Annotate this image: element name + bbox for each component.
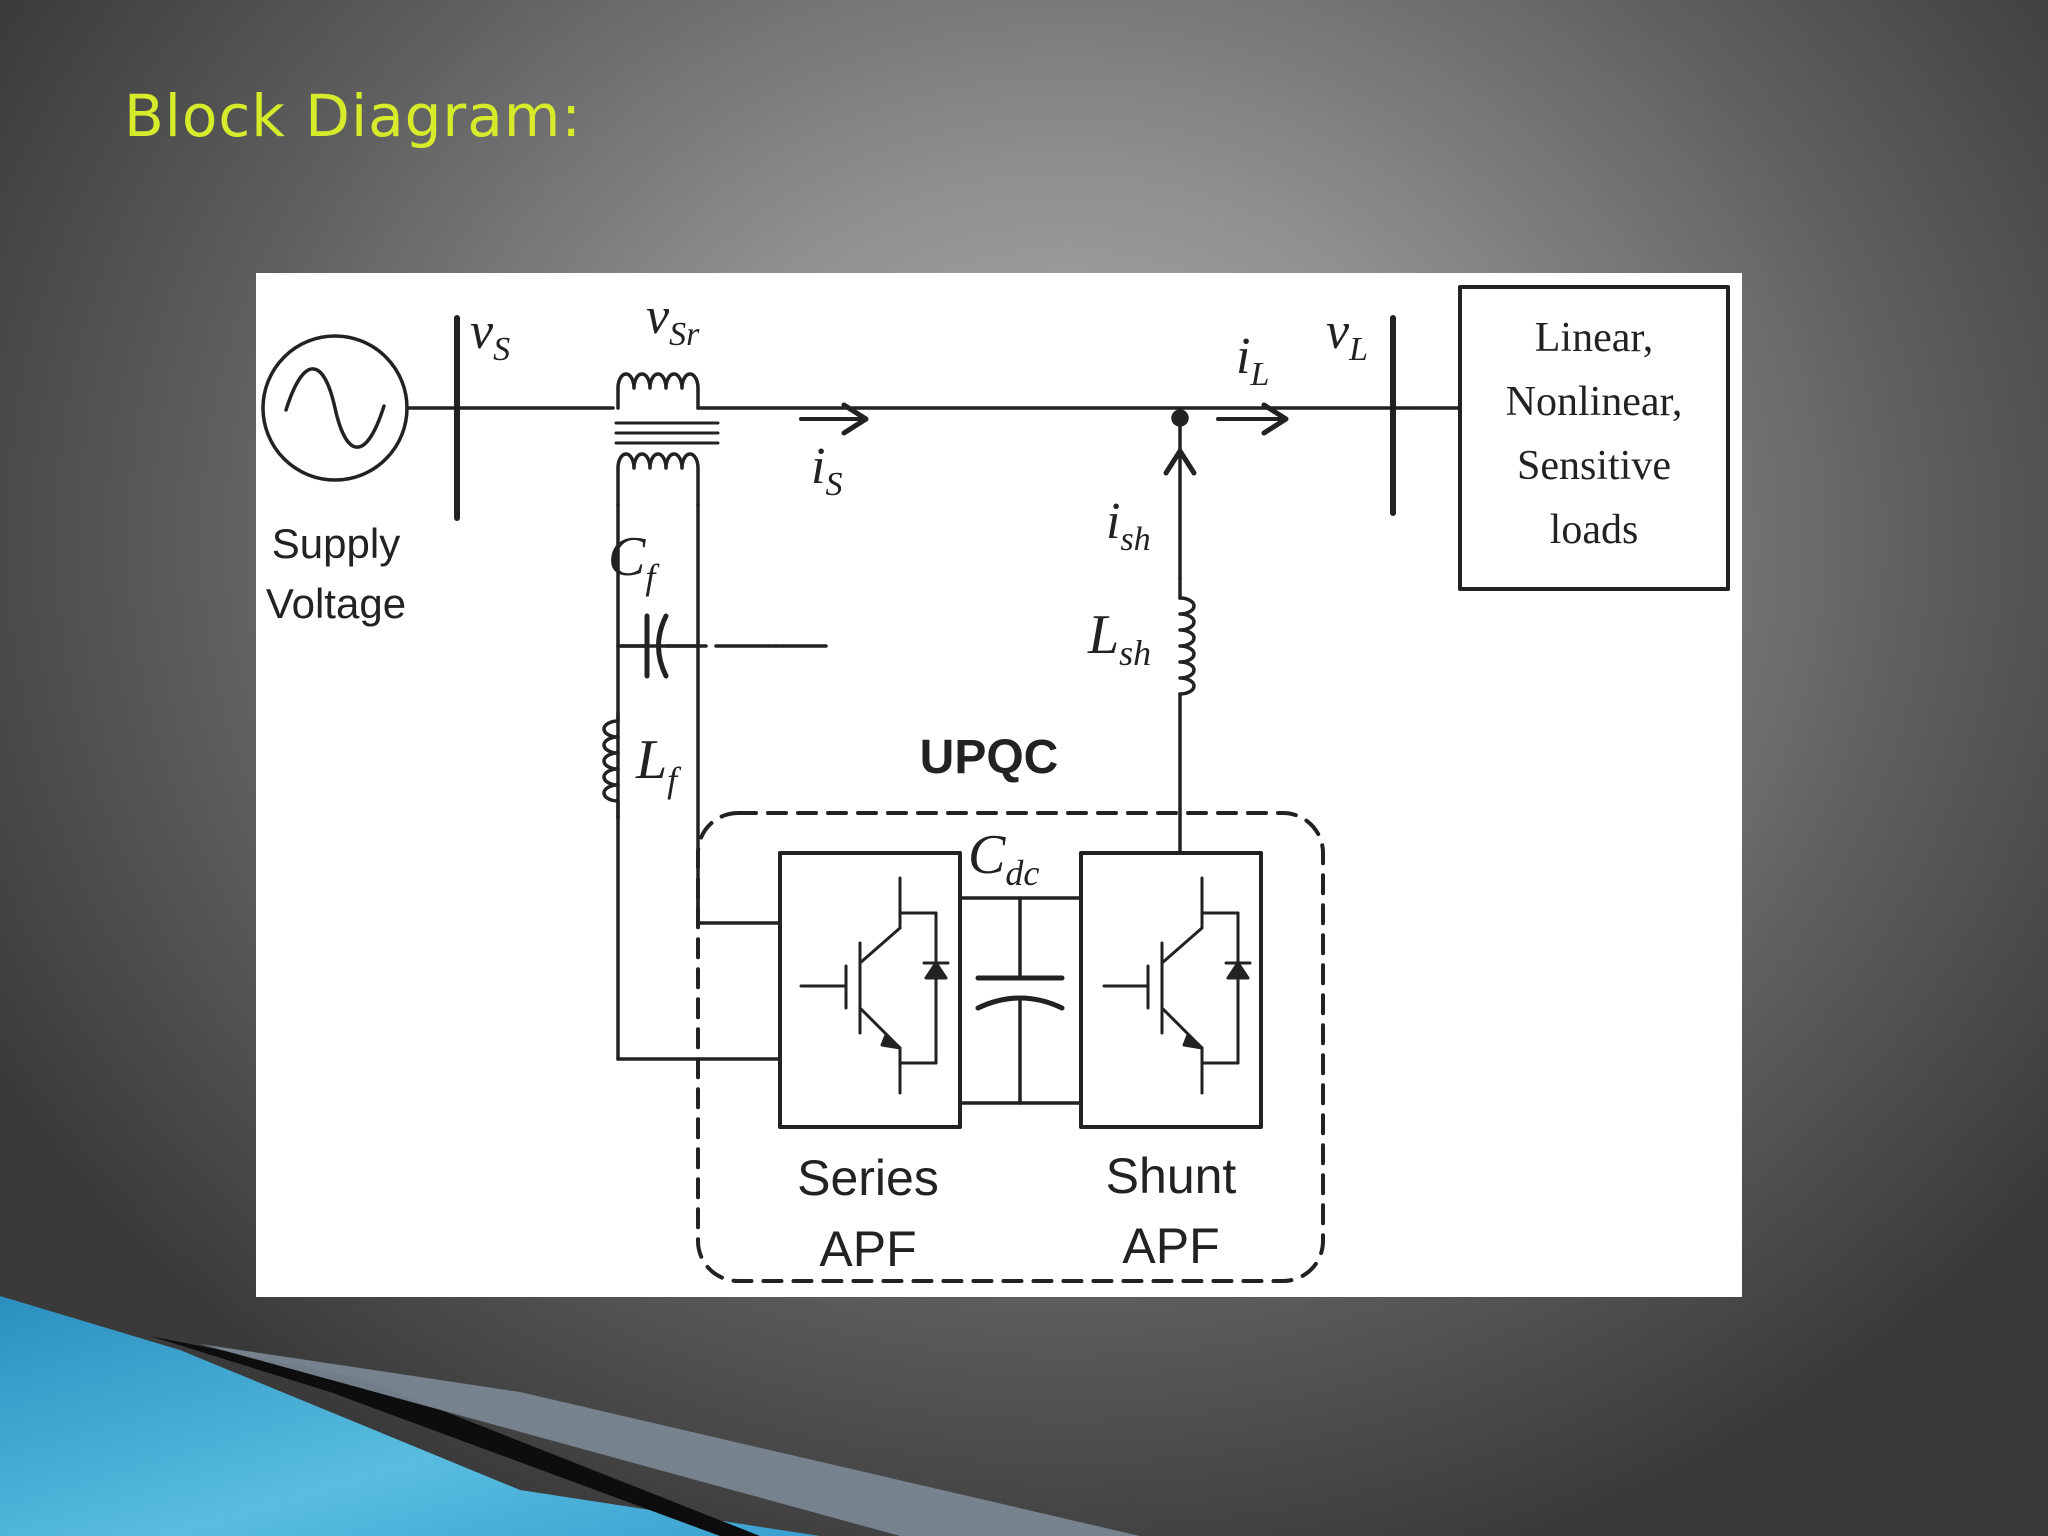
slide-title: Block Diagram: [124, 82, 582, 150]
circuit-svg: Supply Voltage vS vSr iS iL vL ish Lsh C… [261, 285, 1730, 1283]
supply-label-2: Voltage [266, 580, 406, 627]
ish-arrow-icon [1163, 448, 1197, 476]
black-swoosh [150, 1336, 760, 1536]
upqc-block-diagram: Supply Voltage vS vSr iS iL vL ish Lsh C… [256, 273, 1742, 1297]
lf-inductor-icon [602, 711, 620, 820]
shunt-apf-label-1: Shunt [1106, 1148, 1237, 1204]
upqc-boundary [696, 811, 1325, 1283]
igbt-icon-shunt [1102, 876, 1252, 1095]
igbt-icon-series [799, 876, 950, 1095]
upqc-label: UPQC [920, 731, 1059, 784]
load-box [1458, 285, 1730, 591]
cdc-label: Cdc [968, 824, 1039, 893]
series-apf-label-2: APF [819, 1221, 916, 1277]
load-line-3: Sensitive [1517, 443, 1671, 489]
is-label: iS [811, 438, 842, 503]
vs-label: vS [470, 303, 510, 368]
grey-swoosh [200, 1344, 1140, 1536]
il-label: iL [1236, 328, 1269, 393]
load-line-1: Linear, [1535, 315, 1653, 361]
supply-label-1: Supply [272, 520, 400, 567]
load-line-4: loads [1550, 507, 1639, 553]
shunt-apf-label-2: APF [1122, 1218, 1219, 1274]
ish-label: ish [1106, 493, 1151, 558]
shunt-apf-box [1079, 851, 1263, 1129]
series-transformer-icon [614, 372, 720, 507]
series-apf-box [778, 851, 962, 1129]
vsr-label: vSr [646, 288, 700, 353]
vl-label: vL [1326, 303, 1368, 368]
lsh-inductor-icon [1178, 596, 1196, 696]
blue-swoosh [0, 1296, 820, 1536]
lsh-label: Lsh [1087, 604, 1151, 673]
sine-wave-icon [284, 367, 386, 449]
load-line-2: Nonlinear, [1506, 379, 1683, 425]
series-apf-label-1: Series [797, 1150, 939, 1206]
